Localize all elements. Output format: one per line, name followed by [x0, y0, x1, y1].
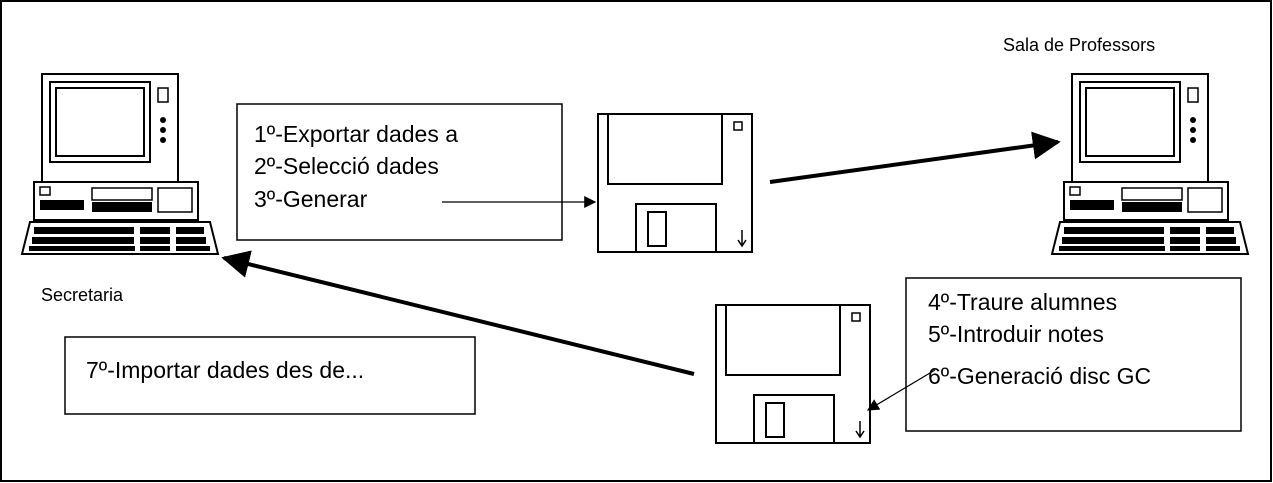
steps-to-disk-arrow: [866, 369, 936, 411]
step-3-text: 3º-Generar: [254, 186, 368, 212]
professor-steps-box: [905, 277, 1242, 432]
step-1-text: 1º-Exportar dades a: [254, 121, 458, 147]
disk-to-sala-arrow: [769, 131, 1061, 184]
sala-professors-label: Sala de Professors: [1003, 35, 1155, 55]
secretaria-label: Secretaria: [41, 285, 124, 305]
return-to-secretaria-arrow: [221, 250, 695, 376]
step-7-text: 7º-Importar dades des de...: [86, 357, 364, 383]
import-step-box: [64, 336, 476, 415]
step-6-text: 6º-Generació disc GC: [928, 363, 1151, 389]
step-4-text: 4º-Traure alumnes: [928, 289, 1117, 315]
step-2-text: 2º-Selecció dades: [254, 153, 439, 179]
export-steps-box: [236, 103, 563, 241]
floppy-disk-icon: [597, 113, 753, 253]
floppy-disk-return-icon: [715, 304, 871, 444]
step-5-text: 5º-Introduir notes: [928, 321, 1104, 347]
